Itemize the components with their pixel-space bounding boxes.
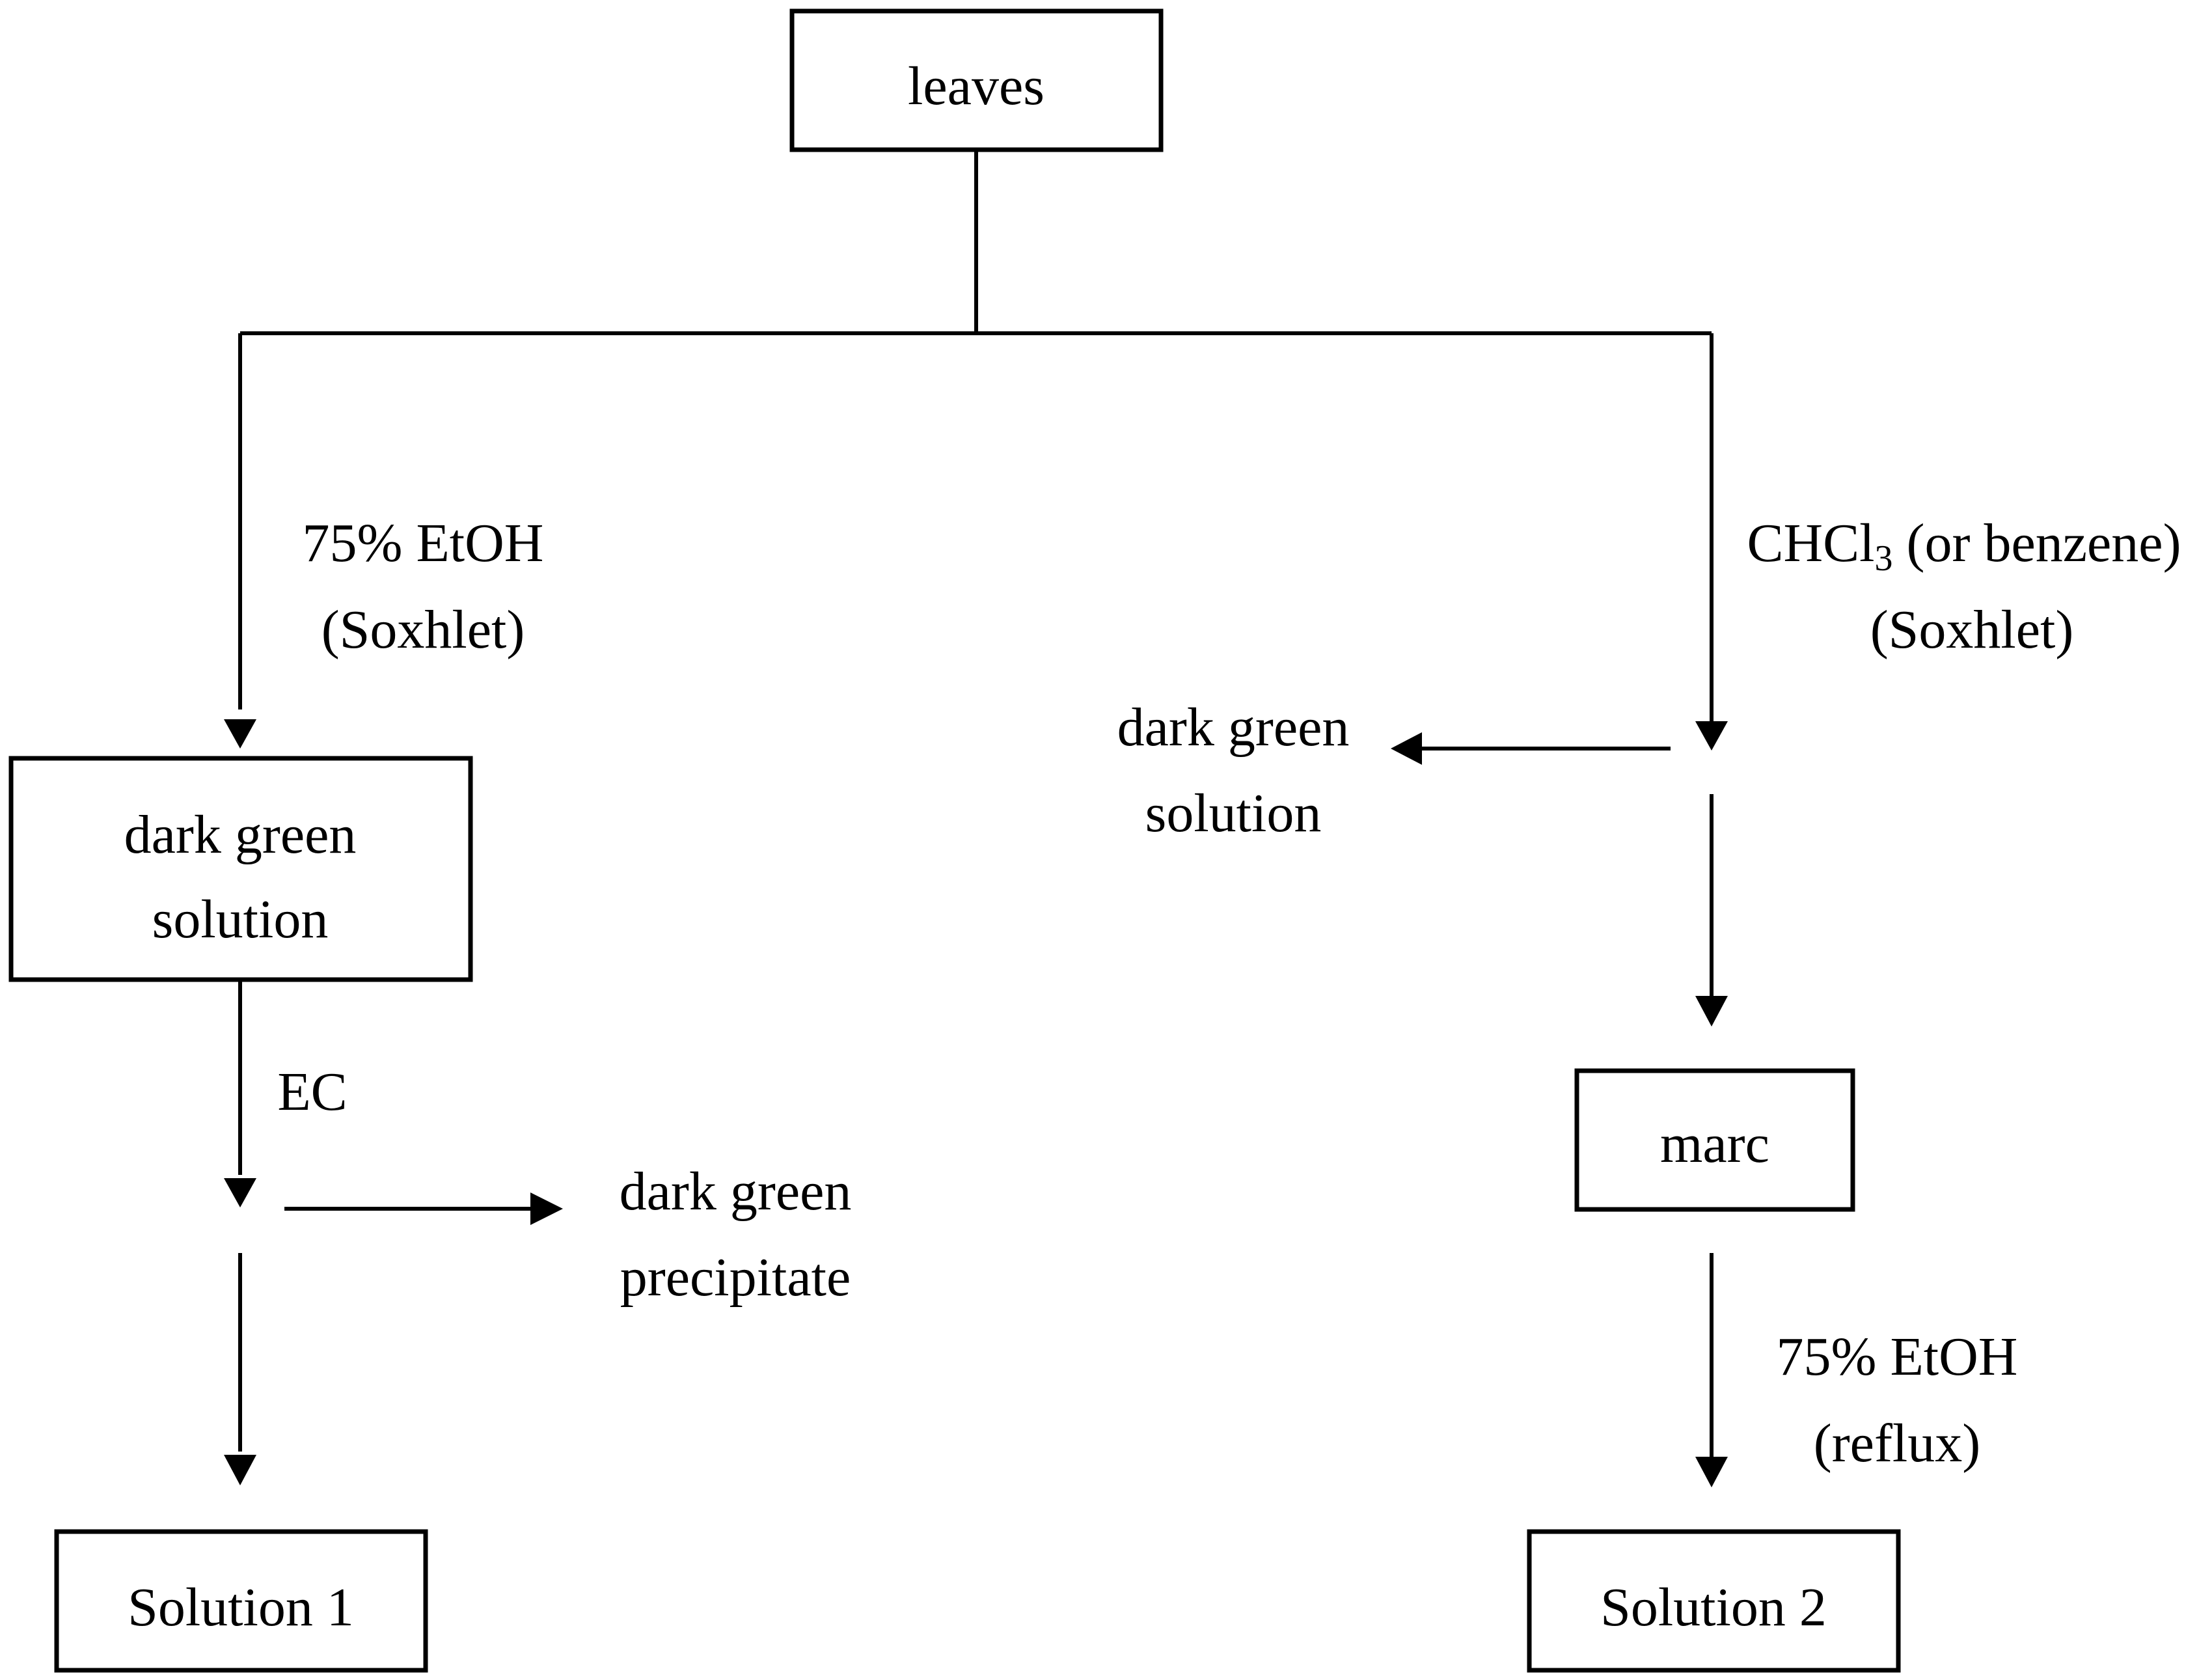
marc-label: marc [1660, 1114, 1769, 1174]
right-step1-line1: CHCl3 (or benzene) [1747, 513, 2181, 579]
arrow-to-marc [1695, 996, 1728, 1026]
left-step1-line2: (Soxhlet) [321, 599, 525, 660]
node-leaves: leaves [789, 8, 1164, 152]
precipitate-line1: dark green [620, 1161, 852, 1222]
arrow-to-left-solution [224, 719, 256, 749]
left-solution-label-line1: dark green [124, 805, 357, 865]
arrow-to-solution2 [1695, 1457, 1728, 1487]
label-precipitate: dark green precipitate [620, 1161, 852, 1308]
precipitate-line2: precipitate [620, 1247, 851, 1308]
right-step2-line2: (reflux) [1814, 1413, 1981, 1474]
right-solution-line2: solution [1145, 783, 1322, 844]
right-step1-subscript: 3 [1875, 538, 1893, 579]
label-left-step1: 75% EtOH (Soxhlet) [303, 513, 544, 660]
arrow-to-solution1 [224, 1455, 256, 1485]
solution2-label: Solution 2 [1600, 1577, 1827, 1638]
arrow-ec [224, 1178, 256, 1207]
node-solution1: Solution 1 [54, 1529, 428, 1673]
right-solution-line1: dark green [1117, 697, 1350, 758]
right-step2-line1: 75% EtOH [1777, 1327, 2018, 1387]
arrow-to-right-solution [1391, 732, 1422, 765]
node-left-solution: dark green solution [8, 756, 473, 982]
arrow-chcl3 [1695, 721, 1728, 750]
node-solution2: Solution 2 [1527, 1529, 1901, 1673]
left-solution-label-line2: solution [152, 889, 329, 950]
right-step1-main: CHCl [1747, 513, 1874, 573]
arrow-to-precipitate [530, 1192, 563, 1225]
left-step1-line1: 75% EtOH [303, 513, 544, 573]
label-right-solution: dark green solution [1117, 697, 1350, 844]
label-right-step1: CHCl3 (or benzene) (Soxhlet) [1747, 513, 2181, 660]
label-right-step2: 75% EtOH (reflux) [1777, 1327, 2018, 1474]
ec-label: EC [277, 1062, 347, 1122]
right-step1-line2: (Soxhlet) [1870, 599, 2074, 660]
right-step1-rest: (or benzene) [1893, 513, 2181, 573]
node-marc: marc [1574, 1068, 1855, 1212]
solution1-label: Solution 1 [128, 1577, 354, 1638]
label-ec: EC [277, 1062, 347, 1122]
leaves-label: leaves [908, 56, 1045, 117]
connectors [224, 150, 1728, 1487]
